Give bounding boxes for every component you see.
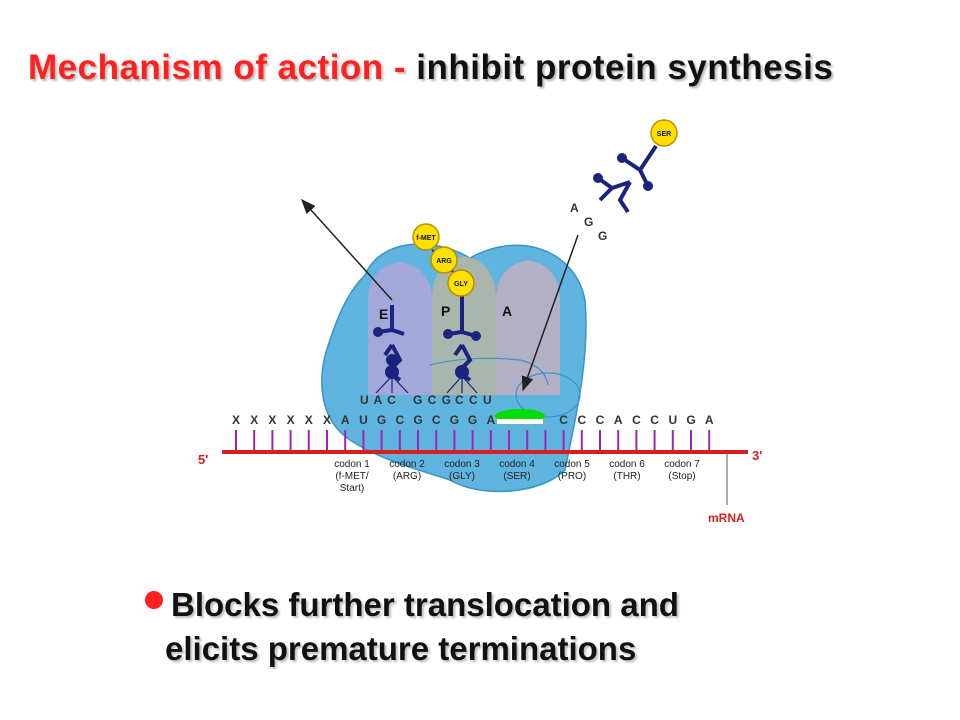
mrna-base: X — [250, 413, 258, 427]
mrna-base: A — [705, 413, 714, 427]
bullet-dot — [145, 591, 163, 609]
trna-e-site — [373, 305, 405, 382]
codon-label: codon 6 — [609, 459, 645, 470]
codon-label: (PRO) — [558, 471, 586, 482]
amino-acid-gly-label: GLY — [454, 281, 468, 288]
entry-arrow — [521, 234, 579, 392]
slide-title: Mechanism of action - inhibit protein sy… — [28, 48, 833, 88]
codon-label: (f-MET/ — [335, 471, 369, 482]
mrna-base: G — [450, 413, 459, 427]
codon-label: (SER) — [503, 471, 530, 482]
mrna-base: C — [395, 413, 404, 427]
bullet-point: Blocks further translocation and elicits… — [145, 583, 679, 671]
amino-acid-fmet-label: f-MET — [416, 235, 436, 242]
mrna-base: G — [413, 413, 422, 427]
mrna-base: U — [668, 413, 677, 427]
mrna-base: C — [650, 413, 659, 427]
mrna-base: G — [468, 413, 477, 427]
amino-acid-arg-label: ARG — [436, 258, 452, 265]
anticodon-p: G C G — [413, 393, 452, 407]
codon-label: (Stop) — [668, 471, 695, 482]
mrna-base: G — [377, 413, 386, 427]
mrna-base: C — [596, 413, 605, 427]
mrna-ticks — [235, 430, 711, 450]
mrna-base: X — [232, 413, 240, 427]
mrna-base: G — [686, 413, 695, 427]
anticodon-a: C C U — [455, 393, 493, 407]
mrna-base: U — [359, 413, 368, 427]
site-label-a: A — [502, 303, 512, 319]
mrna-label: mRNA — [708, 511, 745, 525]
codon-label: codon 7 — [664, 459, 700, 470]
codon-labels: codon 1(f-MET/Start)codon 2(ARG)codon 3(… — [334, 459, 700, 494]
three-prime-label: 3' — [752, 448, 762, 463]
mrna-base: X — [287, 413, 295, 427]
codon-label: codon 1 — [334, 459, 370, 470]
mrna-base: C — [432, 413, 441, 427]
amino-acid-gly — [447, 269, 475, 297]
incoming-anticodon-2: G — [584, 215, 593, 229]
mrna-base: C — [559, 413, 568, 427]
codon-label: (THR) — [613, 471, 640, 482]
amino-acid-ser — [650, 119, 678, 147]
codon-label: codon 2 — [389, 459, 425, 470]
trna-e-legs — [375, 375, 409, 394]
amino-acid-ser-label: SER — [657, 131, 671, 138]
amino-acid-fmet — [412, 223, 440, 251]
exit-arrow — [300, 198, 393, 301]
codon-label: (GLY) — [449, 471, 475, 482]
incoming-anticodon-3: G — [598, 229, 607, 243]
mrna-base: A — [341, 413, 350, 427]
anticodon-e: U A C — [360, 393, 397, 407]
codon-label: codon 5 — [554, 459, 590, 470]
title-mechanism: Mechanism of action - — [28, 48, 407, 87]
trna-p-legs — [446, 375, 478, 394]
incoming-anticodon-1: A — [570, 201, 579, 215]
mrna-base: A — [486, 413, 495, 427]
bullet-line-2: elicits premature terminations — [165, 630, 637, 667]
codon-label: (ARG) — [393, 471, 421, 482]
mrna-base: C — [577, 413, 586, 427]
site-label-p: P — [441, 303, 450, 319]
inhibitor-base — [497, 419, 543, 424]
site-label-e: E — [379, 306, 388, 322]
amino-acid-arg — [430, 246, 458, 274]
mrna-base: A — [614, 413, 623, 427]
bullet-line-1: Blocks further translocation and — [171, 586, 679, 623]
e-site-column — [368, 262, 432, 395]
codon-label: codon 4 — [499, 459, 535, 470]
codon-label: codon 3 — [444, 459, 480, 470]
mrna-base: C — [632, 413, 641, 427]
mrna-base: X — [268, 413, 276, 427]
a-site-pocket — [515, 372, 581, 418]
trna-incoming — [593, 144, 658, 214]
five-prime-label: 5' — [198, 452, 208, 467]
a-site-column — [496, 260, 560, 395]
title-inhibit: inhibit protein synthesis — [416, 48, 834, 87]
codon-label: Start) — [340, 483, 364, 494]
mrna-base: X — [305, 413, 313, 427]
ribosome-inner-line — [429, 357, 549, 386]
mrna-base: X — [323, 413, 331, 427]
